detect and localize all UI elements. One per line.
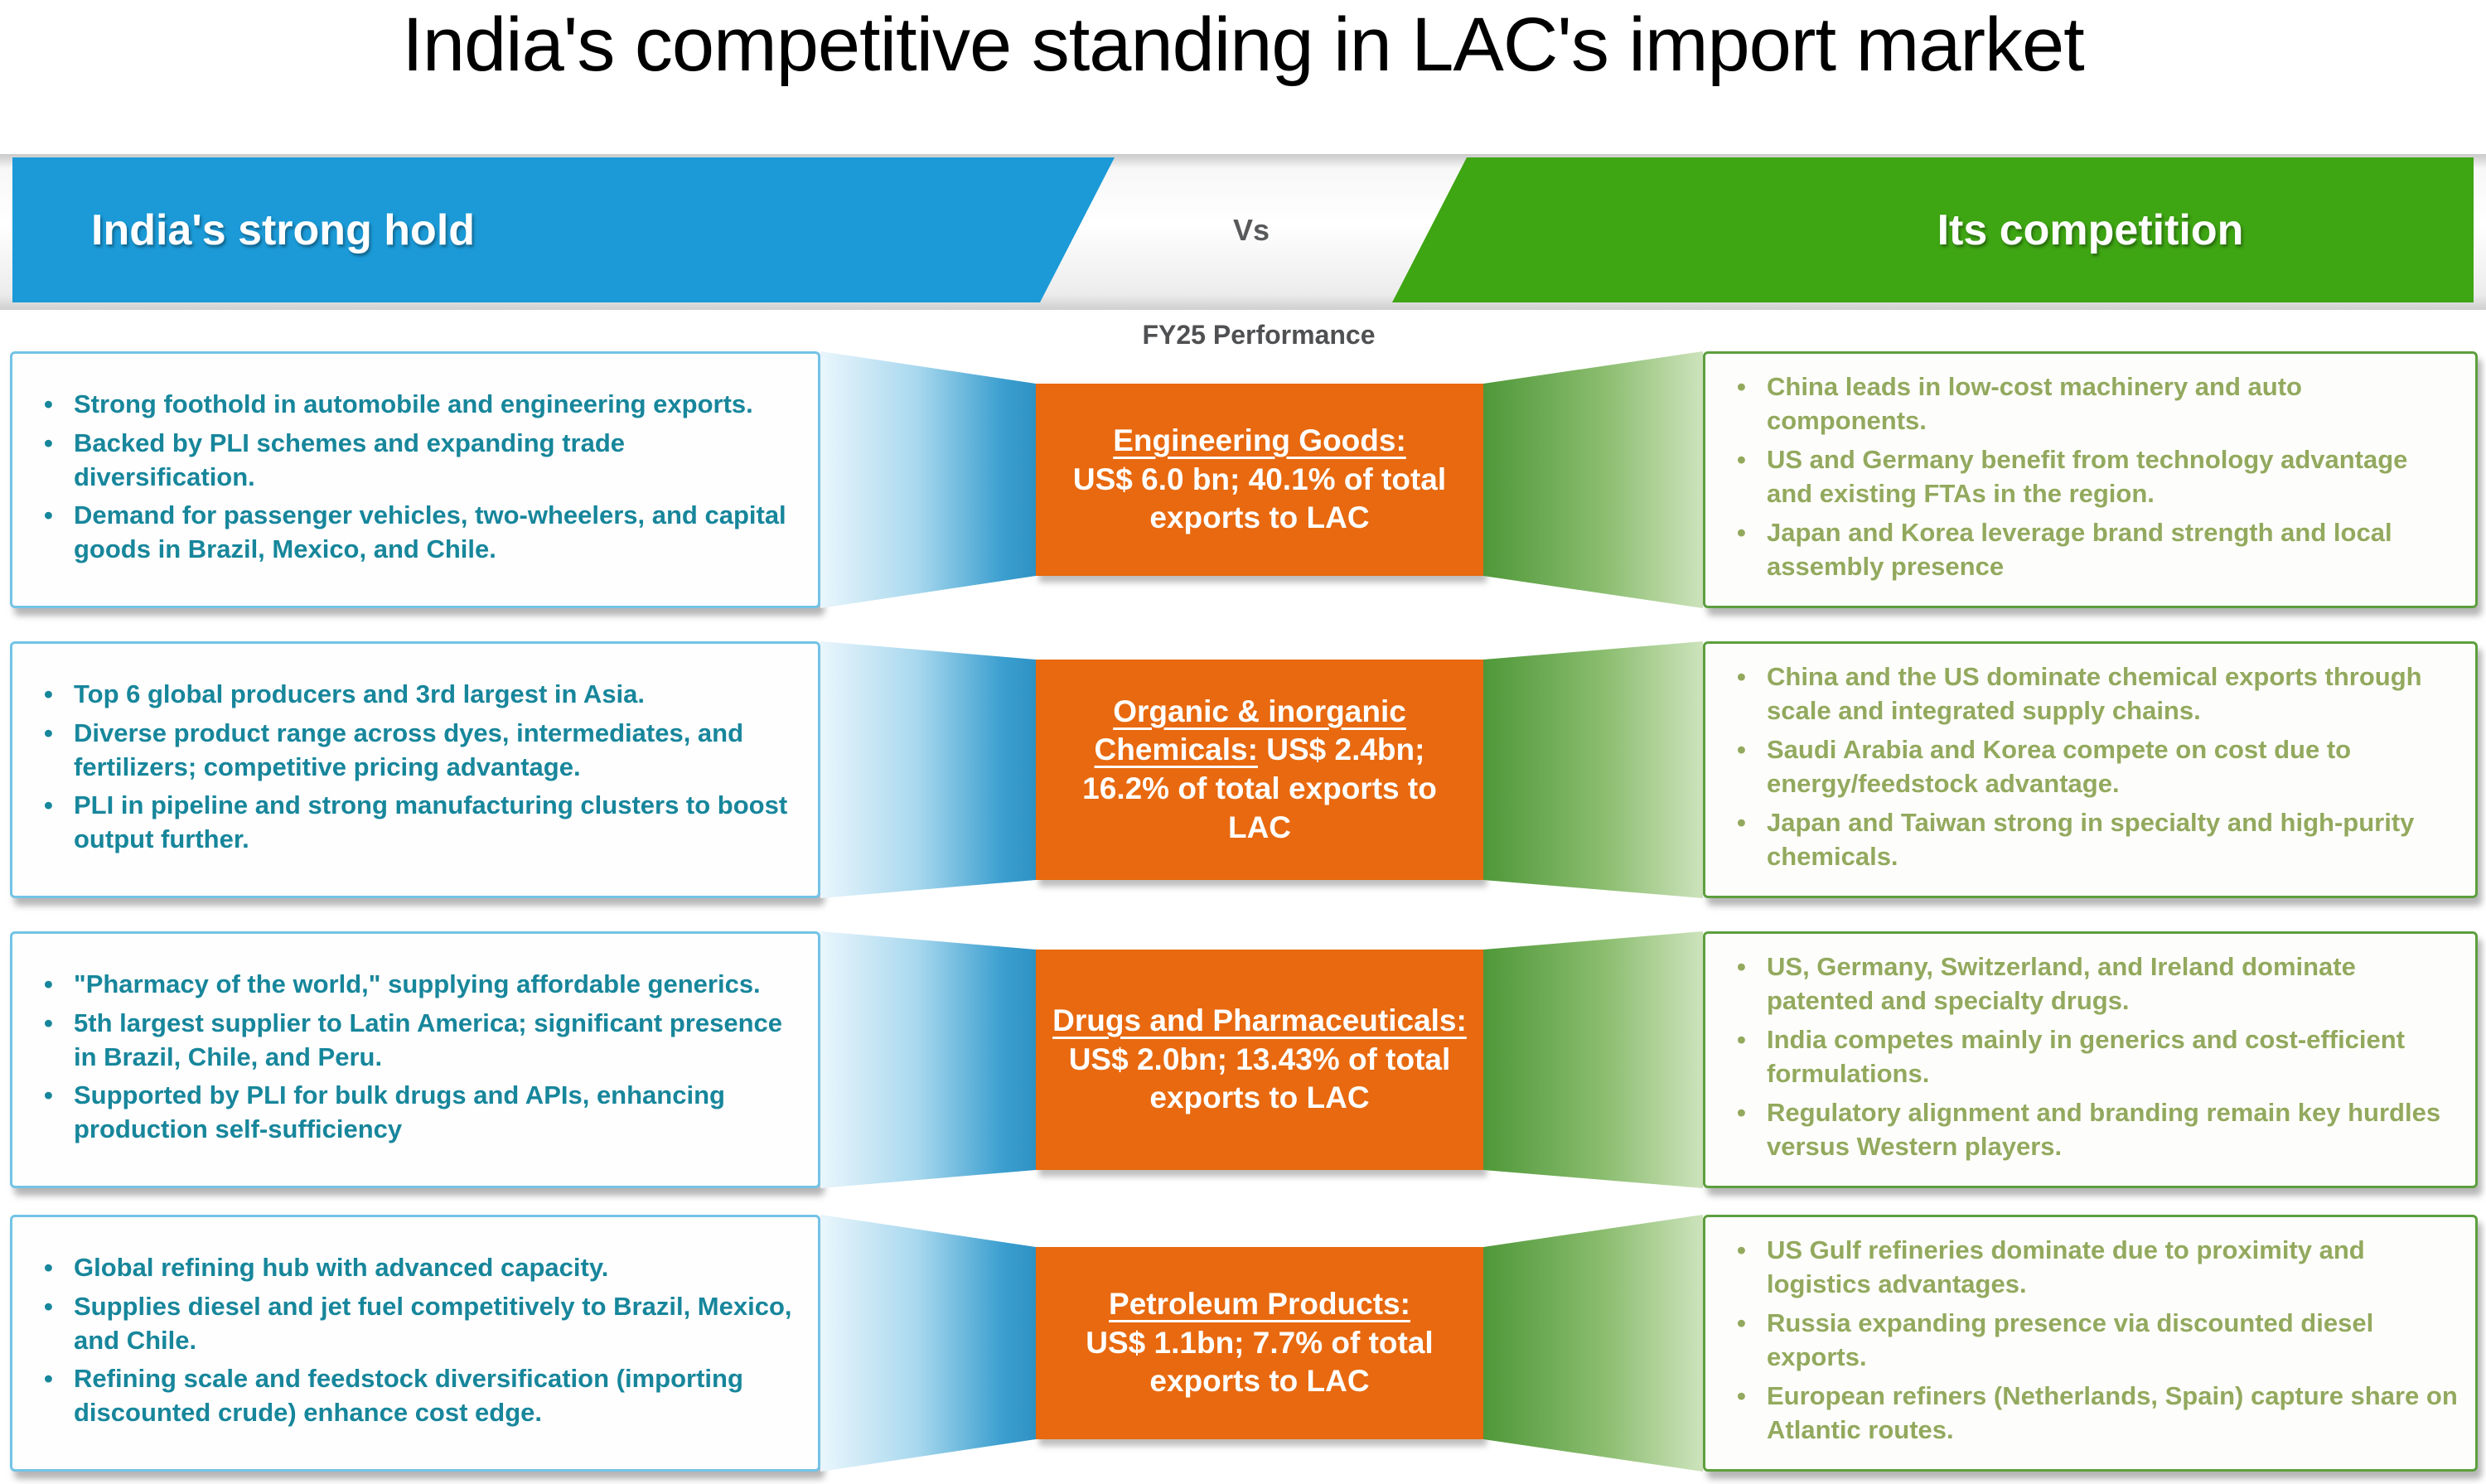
category-stat: US$ 6.0 bn; 40.1% of total exports to LA… xyxy=(1072,462,1447,535)
india-funnel-shape xyxy=(820,351,1036,608)
category-stat: US$ 2.4bn; 16.2% of total exports to LAC xyxy=(1082,732,1437,844)
competition-point: Japan and Taiwan strong in specialty and… xyxy=(1734,806,2460,874)
competition-funnel-shape xyxy=(1483,931,1703,1188)
competition-point: China and the US dominate chemical expor… xyxy=(1734,660,2460,728)
category-text: Drugs and Pharmaceuticals: US$ 2.0bn; 13… xyxy=(1052,1002,1467,1118)
india-point: Demand for passenger vehicles, two-wheel… xyxy=(41,499,803,567)
category-box: Drugs and Pharmaceuticals: US$ 2.0bn; 13… xyxy=(1036,950,1483,1170)
india-panel: Global refining hub with advanced capaci… xyxy=(10,1215,820,1472)
india-point: Refining scale and feedstock diversifica… xyxy=(41,1362,803,1430)
competition-point: US and Germany benefit from technology a… xyxy=(1734,443,2460,511)
india-point: Backed by PLI schemes and expanding trad… xyxy=(41,427,803,495)
competition-points-list: China leads in low-cost machinery and au… xyxy=(1705,370,2475,588)
india-point: "Pharmacy of the world," supplying affor… xyxy=(41,968,803,1002)
india-funnel-shape xyxy=(820,641,1036,898)
india-funnel-shape xyxy=(820,1215,1036,1472)
india-points-list: Global refining hub with advanced capaci… xyxy=(12,1251,818,1436)
competition-points-list: US, Germany, Switzerland, and Ireland do… xyxy=(1705,950,2475,1168)
vs-label: Vs xyxy=(1232,212,1270,247)
competition-point: US, Germany, Switzerland, and Ireland do… xyxy=(1734,950,2460,1018)
india-points-list: "Pharmacy of the world," supplying affor… xyxy=(12,968,818,1153)
competition-points-list: US Gulf refineries dominate due to proxi… xyxy=(1705,1234,2475,1452)
sector-row-pharmaceuticals: "Pharmacy of the world," supplying affor… xyxy=(0,931,2486,1188)
competition-band: Its competition xyxy=(1392,157,2474,302)
competition-point: European refiners (Netherlands, Spain) c… xyxy=(1734,1380,2460,1448)
india-panel: Top 6 global producers and 3rd largest i… xyxy=(10,641,820,898)
category-box: Petroleum Products: US$ 1.1bn; 7.7% of t… xyxy=(1036,1247,1483,1439)
category-text: Organic & inorganic Chemicals: US$ 2.4bn… xyxy=(1052,693,1467,847)
sector-row-chemicals: Top 6 global producers and 3rd largest i… xyxy=(0,641,2486,898)
india-point: Top 6 global producers and 3rd largest i… xyxy=(41,678,803,712)
india-funnel-shape xyxy=(820,931,1036,1188)
competition-point: Russia expanding presence via discounted… xyxy=(1734,1307,2460,1375)
category-text: Petroleum Products: US$ 1.1bn; 7.7% of t… xyxy=(1052,1285,1467,1401)
competition-band-label: Its competition xyxy=(1937,205,2244,254)
category-title: Petroleum Products: xyxy=(1109,1287,1410,1322)
category-stat: US$ 1.1bn; 7.7% of total exports to LAC xyxy=(1086,1325,1434,1399)
sector-row-petroleum: Global refining hub with advanced capaci… xyxy=(0,1215,2486,1472)
india-point: 5th largest supplier to Latin America; s… xyxy=(41,1007,803,1075)
competition-point: Japan and Korea leverage brand strength … xyxy=(1734,516,2460,584)
competition-point: China leads in low-cost machinery and au… xyxy=(1734,370,2460,438)
category-box: Engineering Goods: US$ 6.0 bn; 40.1% of … xyxy=(1036,384,1483,576)
competition-funnel-shape xyxy=(1483,641,1703,898)
competition-point: India competes mainly in generics and co… xyxy=(1734,1023,2460,1091)
category-box: Organic & inorganic Chemicals: US$ 2.4bn… xyxy=(1036,660,1483,880)
competition-point: Saudi Arabia and Korea compete on cost d… xyxy=(1734,733,2460,801)
india-panel: Strong foothold in automobile and engine… xyxy=(10,351,820,608)
category-text: Engineering Goods: US$ 6.0 bn; 40.1% of … xyxy=(1052,422,1467,538)
india-band-label: India's strong hold xyxy=(91,205,476,254)
competition-point: US Gulf refineries dominate due to proxi… xyxy=(1734,1234,2460,1302)
india-band: India's strong hold xyxy=(12,157,1115,302)
category-stat: US$ 2.0bn; 13.43% of total exports to LA… xyxy=(1068,1042,1451,1115)
fy25-performance-label: FY25 Performance xyxy=(1142,320,1376,350)
competition-panel: China leads in low-cost machinery and au… xyxy=(1703,351,2478,608)
india-point: Global refining hub with advanced capaci… xyxy=(41,1251,803,1285)
competition-funnel-shape xyxy=(1483,351,1703,608)
india-point: Supported by PLI for bulk drugs and APIs… xyxy=(41,1079,803,1147)
india-point: Diverse product range across dyes, inter… xyxy=(41,717,803,785)
competition-point: Regulatory alignment and branding remain… xyxy=(1734,1096,2460,1164)
competition-panel: China and the US dominate chemical expor… xyxy=(1703,641,2478,898)
competition-funnel-shape xyxy=(1483,1215,1703,1472)
category-title: Drugs and Pharmaceuticals: xyxy=(1052,1003,1467,1038)
sector-row-engineering-goods: Strong foothold in automobile and engine… xyxy=(0,351,2486,608)
india-point: PLI in pipeline and strong manufacturing… xyxy=(41,789,803,857)
india-points-list: Top 6 global producers and 3rd largest i… xyxy=(12,678,818,863)
india-panel: "Pharmacy of the world," supplying affor… xyxy=(10,931,820,1188)
india-point: Supplies diesel and jet fuel competitive… xyxy=(41,1290,803,1358)
page-title: India's competitive standing in LAC's im… xyxy=(402,2,2084,87)
category-title: Organic & inorganic Chemicals: xyxy=(1094,694,1406,767)
category-title: Engineering Goods: xyxy=(1113,423,1406,458)
competition-panel: US Gulf refineries dominate due to proxi… xyxy=(1703,1215,2478,1472)
india-points-list: Strong foothold in automobile and engine… xyxy=(12,388,818,573)
competition-points-list: China and the US dominate chemical expor… xyxy=(1705,660,2475,878)
competition-panel: US, Germany, Switzerland, and Ireland do… xyxy=(1703,931,2478,1188)
india-point: Strong foothold in automobile and engine… xyxy=(41,388,803,422)
